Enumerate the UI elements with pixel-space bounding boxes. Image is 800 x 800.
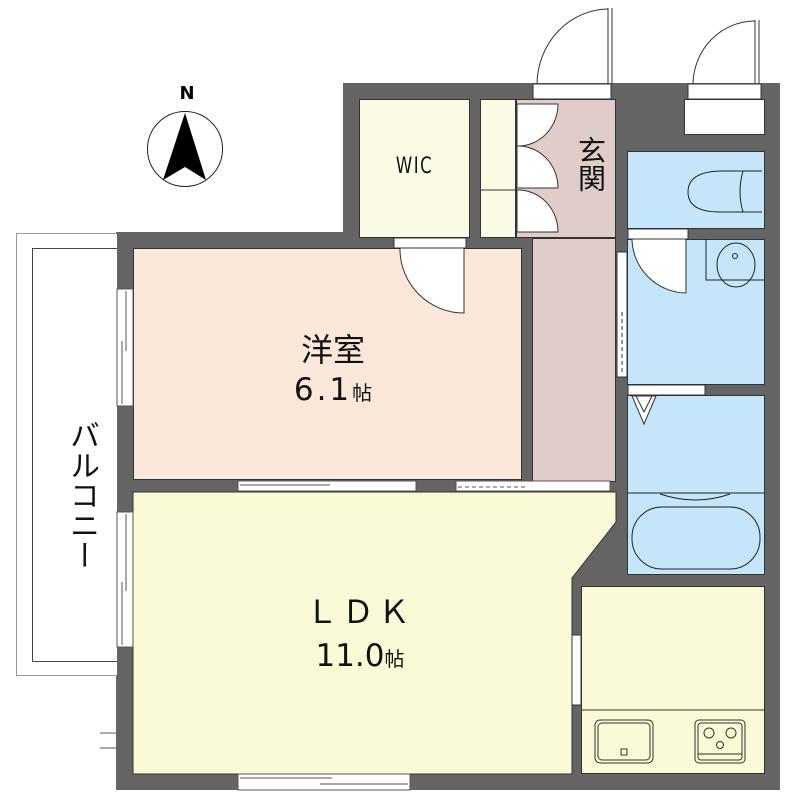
- north-arrow-icon: [147, 111, 223, 187]
- balcony-label: バルコニー: [64, 420, 99, 570]
- western-room-door-icon: [393, 237, 467, 314]
- ldk-size-line: 11.0帖: [250, 638, 470, 674]
- kitchen: [581, 586, 765, 774]
- western-room-label: 洋室 6.1帖: [233, 330, 433, 408]
- entrance-door-icon: [532, 8, 613, 100]
- toilet: [627, 151, 765, 229]
- ldk-label: ＬＤＫ 11.0帖: [250, 592, 470, 674]
- hallway-ldk-door-icon: [455, 480, 611, 492]
- bathroom: [627, 395, 765, 575]
- shoe-closet-doors-icon: [480, 103, 559, 233]
- outdoor-nook: [684, 99, 765, 135]
- entrance-label: 玄関: [574, 136, 607, 192]
- ldk-size: 11.0: [315, 638, 385, 674]
- bathroom-door-icon: [627, 384, 706, 426]
- ldk-bottom-window-icon: [237, 773, 411, 791]
- balcony-inner: [32, 248, 117, 662]
- western-room-unit: 帖: [352, 381, 373, 405]
- washroom-door-icon: [627, 228, 689, 294]
- washroom-sliding-door-icon: [616, 251, 628, 378]
- western-ldk-sliding-door-icon: [237, 480, 417, 492]
- ldk-name: ＬＤＫ: [305, 593, 414, 631]
- hallway: [532, 238, 616, 482]
- stove-icon: [694, 719, 746, 764]
- kitchen-window-icon: [571, 634, 582, 706]
- shoe-closet: [480, 99, 516, 238]
- sink-icon: [594, 719, 654, 764]
- western-room-size-line: 6.1帖: [233, 372, 433, 408]
- toilet-icon: [687, 170, 762, 213]
- wash-basin-icon: [705, 239, 764, 288]
- north-label: N: [179, 83, 195, 104]
- ldk-window-icon: [116, 511, 134, 648]
- bathtub-icon: [628, 492, 764, 570]
- western-room-name: 洋室: [300, 331, 365, 369]
- ldk-unit: 帖: [384, 647, 405, 671]
- western-room-size: 6.1: [293, 372, 353, 408]
- north-compass: N: [147, 84, 227, 189]
- western-room-window-icon: [116, 288, 134, 407]
- outdoor-door-icon: [687, 20, 762, 100]
- wic-label: WIC: [395, 154, 434, 179]
